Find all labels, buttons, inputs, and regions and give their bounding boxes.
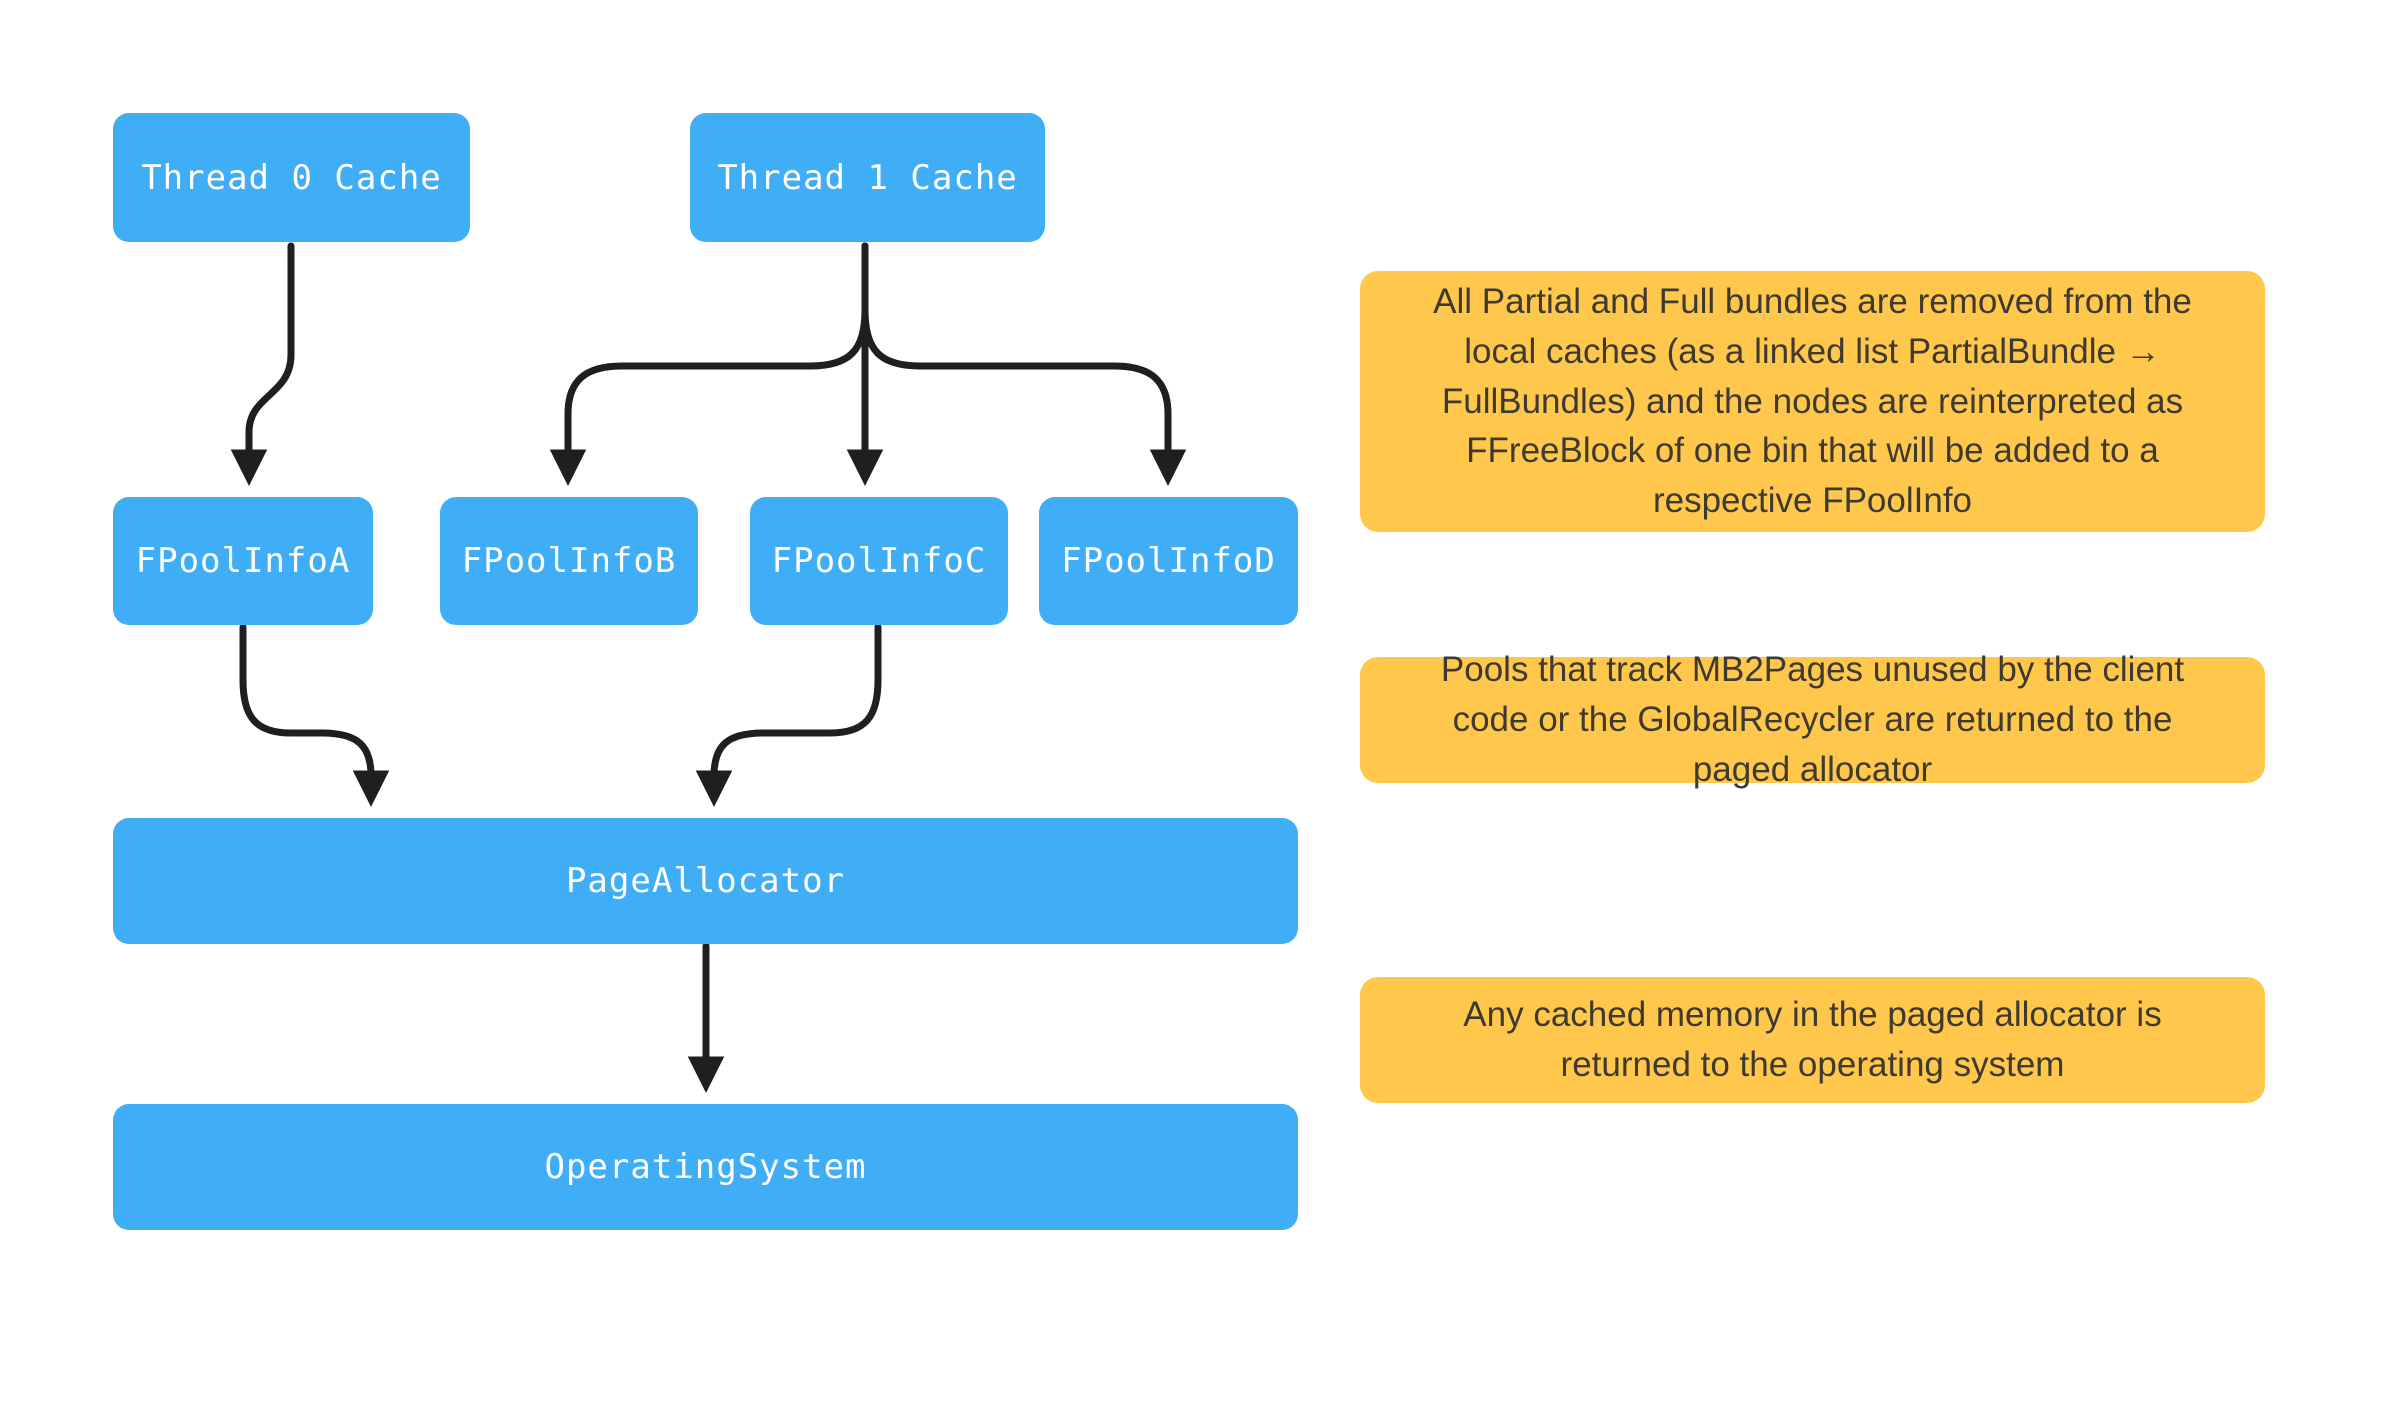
node-operating-system[interactable]: OperatingSystem — [113, 1104, 1298, 1230]
arrow-thread0-to-fpoolinfoa — [230, 242, 295, 486]
node-thread0-cache-label: Thread 0 Cache — [141, 157, 442, 198]
arrow-thread1-to-fpoolinfob — [549, 242, 869, 486]
node-fpoolinfo-c[interactable]: FPoolInfoC — [750, 497, 1008, 625]
node-page-allocator[interactable]: PageAllocator — [113, 818, 1298, 944]
annotation-note-pools[interactable]: Pools that track MB2Pages unused by the … — [1360, 650, 2265, 789]
node-page-allocator-label: PageAllocator — [565, 861, 846, 901]
node-operating-system-label: OperatingSystem — [544, 1147, 867, 1187]
annotation-note-cached-memory-text: Any cached memory in the paged allocator… — [1463, 995, 2162, 1084]
arrow-fpoolinfoc-to-pageallocator — [695, 623, 882, 807]
node-fpoolinfo-b[interactable]: FPoolInfoB — [440, 497, 698, 625]
node-thread0-cache[interactable]: Thread 0 Cache — [113, 113, 470, 242]
node-fpoolinfo-a-label: FPoolInfoA — [135, 541, 351, 581]
arrow-fpoolinfoa-to-pageallocator — [239, 623, 390, 807]
arrow-thread1-to-fpoolinfod — [861, 242, 1187, 486]
annotation-note-bundles[interactable]: All Partial and Full bundles are removed… — [1360, 271, 2265, 532]
node-fpoolinfo-c-label: FPoolInfoC — [771, 541, 987, 581]
node-fpoolinfo-b-label: FPoolInfoB — [461, 541, 677, 581]
node-fpoolinfo-a[interactable]: FPoolInfoA — [113, 497, 373, 625]
node-fpoolinfo-d[interactable]: FPoolInfoD — [1039, 497, 1298, 625]
annotation-note-pools-text: Pools that track MB2Pages unused by the … — [1440, 650, 2185, 789]
annotation-note-bundles-text: All Partial and Full bundles are removed… — [1433, 282, 2192, 521]
annotation-note-cached-memory[interactable]: Any cached memory in the paged allocator… — [1360, 977, 2265, 1103]
node-thread1-cache-label: Thread 1 Cache — [717, 157, 1018, 198]
node-fpoolinfo-d-label: FPoolInfoD — [1061, 541, 1276, 581]
node-thread1-cache[interactable]: Thread 1 Cache — [690, 113, 1045, 242]
